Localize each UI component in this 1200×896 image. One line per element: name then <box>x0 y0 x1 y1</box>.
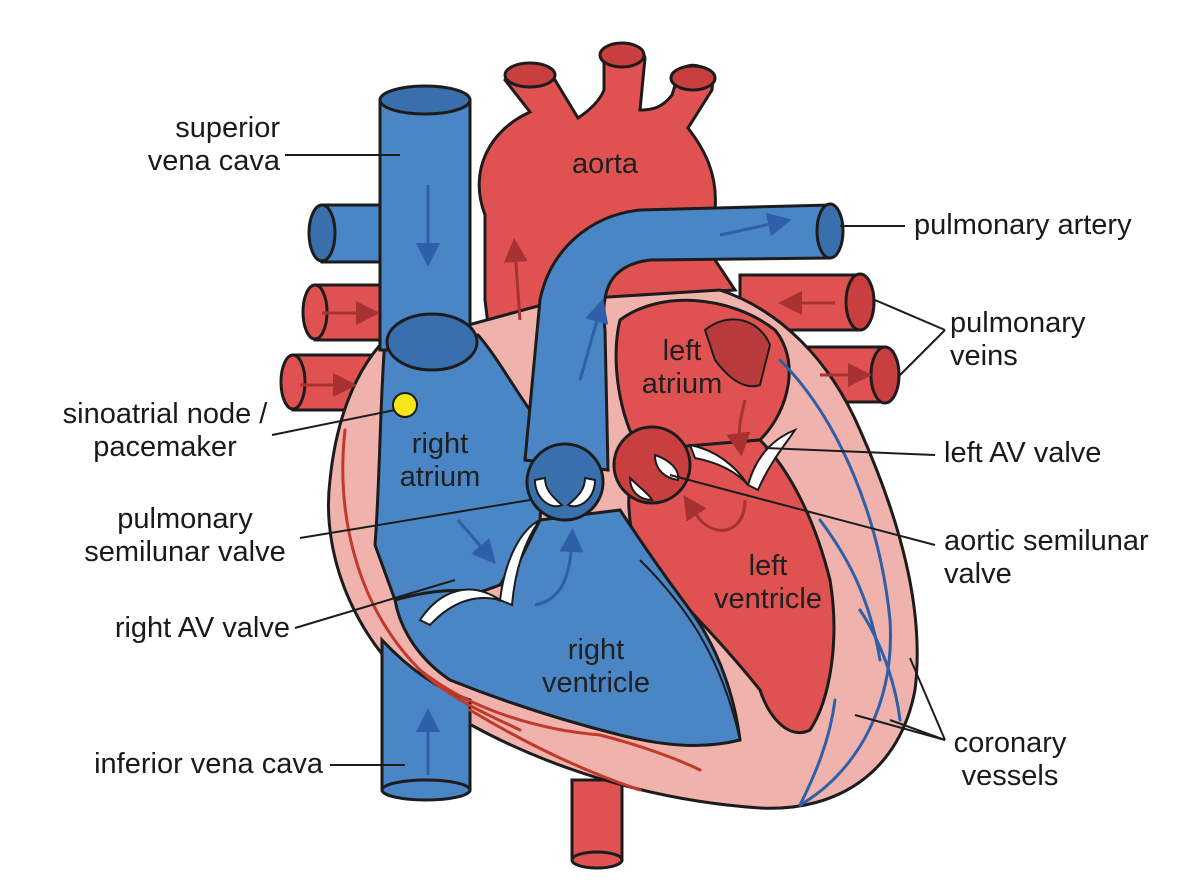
label-pulmonary-veins-line2: veins <box>950 340 1018 372</box>
label-aortic-semilunar-valve: aortic semilunar valve <box>944 525 1149 591</box>
descending-aorta-end <box>570 850 624 870</box>
label-superior-vena-cava: superior vena cava <box>130 112 280 178</box>
label-pulmonary-semilunar-valve-line2: semilunar valve <box>84 536 286 568</box>
left-av-valve-leaflet-2 <box>746 427 798 492</box>
sinoatrial-node-dot <box>392 392 418 418</box>
coronary-vessels-blue <box>778 358 902 807</box>
label-right-atrium-line1: right <box>411 428 469 460</box>
label-pulmonary-artery-text: pulmonary artery <box>914 209 1132 241</box>
label-aorta-text: aorta <box>571 148 639 180</box>
pulmonary-valve-cusp-1 <box>533 476 564 508</box>
label-inferior-vena-cava: inferior vena cava <box>40 748 323 781</box>
septum <box>639 559 741 741</box>
label-left-ventricle-line2: ventricle <box>714 583 822 615</box>
label-coronary-vessels-line2: vessels <box>961 760 1059 792</box>
vena-cava-opening <box>385 312 479 372</box>
pulmonary-artery-end <box>815 202 845 260</box>
label-inferior-vena-cava-text: inferior vena cava <box>94 748 323 780</box>
pulmonary-vein-right-lower-end <box>869 345 901 405</box>
label-coronary-vessels: coronary vessels <box>940 727 1080 793</box>
label-sinoatrial-node-line1: sinoatrial node / <box>62 398 268 430</box>
coronary-vessels-red <box>341 428 702 792</box>
left-pulmonary-artery-end <box>307 203 337 263</box>
label-right-av-valve-text: right AV valve <box>114 612 290 644</box>
label-right-atrium: right atrium <box>380 428 500 494</box>
label-left-ventricle-line1: left <box>748 550 788 582</box>
label-pulmonary-veins-line1: pulmonary <box>950 307 1086 339</box>
label-right-ventricle: right ventricle <box>526 634 666 700</box>
pulmonary-vein-left-lower-end <box>279 353 307 411</box>
label-pulmonary-artery: pulmonary artery <box>914 209 1132 242</box>
aortic-valve-ring <box>612 425 692 505</box>
descending-aorta <box>570 778 624 862</box>
superior-vena-cava-end <box>378 84 472 116</box>
label-sinoatrial-node-line2: pacemaker <box>93 431 237 463</box>
aorta-branch-3-top <box>669 64 717 92</box>
aortic-valve-cusp-1 <box>653 453 680 482</box>
label-left-av-valve-text: left AV valve <box>944 437 1102 469</box>
label-left-atrium-line1: left <box>662 335 702 367</box>
label-superior-vena-cava-line2: vena cava <box>147 145 280 177</box>
aortic-valve-cusp-2 <box>628 475 654 502</box>
label-left-atrium: left atrium <box>622 335 742 401</box>
label-pulmonary-veins: pulmonary veins <box>950 307 1085 373</box>
flow-arrows-blue <box>416 185 792 775</box>
label-coronary-vessels-line1: coronary <box>953 727 1067 759</box>
leader-lines <box>271 154 946 766</box>
pulmonary-valve-cusp-2 <box>566 476 597 508</box>
label-left-ventricle: left ventricle <box>698 550 838 616</box>
label-right-av-valve: right AV valve <box>60 612 290 645</box>
pulmonary-vein-inner <box>703 318 772 388</box>
label-left-atrium-line2: atrium <box>641 368 723 400</box>
label-superior-vena-cava-line1: superior <box>175 112 280 144</box>
label-sinoatrial-node: sinoatrial node / pacemaker <box>40 398 290 464</box>
label-right-ventricle-line2: ventricle <box>542 667 650 699</box>
label-pulmonary-semilunar-valve: pulmonary semilunar valve <box>60 503 310 569</box>
label-aortic-semilunar-valve-line2: valve <box>944 558 1012 590</box>
superior-vena-cava-shape <box>378 98 472 352</box>
aorta-branch-2-top <box>598 41 646 69</box>
label-left-av-valve: left AV valve <box>944 437 1101 470</box>
label-aortic-semilunar-valve-line1: aortic semilunar <box>944 525 1149 557</box>
label-pulmonary-semilunar-valve-line1: pulmonary <box>117 503 253 535</box>
label-aorta: aorta <box>555 148 655 181</box>
aorta-branch-1-top <box>503 61 557 89</box>
flow-arrows-red <box>300 238 872 532</box>
right-av-valve-leaflet-2 <box>498 519 541 607</box>
pulmonary-vein-right-upper-end <box>844 272 876 332</box>
inferior-vena-cava-end <box>380 778 472 802</box>
label-right-atrium-line2: atrium <box>399 461 481 493</box>
label-right-ventricle-line1: right <box>567 634 625 666</box>
